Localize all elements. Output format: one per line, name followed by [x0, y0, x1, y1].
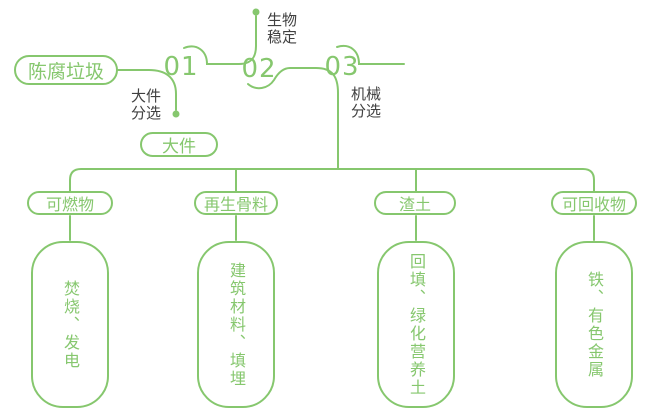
- detail-box-recyclables: 铁、有色金属: [555, 241, 633, 408]
- category-label: 可燃物: [45, 195, 94, 214]
- category-pill-recycled-aggregate: 再生骨料: [194, 191, 278, 215]
- line-step01-to-step02: [183, 15, 257, 65]
- connector-dot-bio: [252, 8, 260, 16]
- detail-text: 回填、绿化营养土: [407, 252, 426, 397]
- detail-box-slag: 回填、绿化营养土: [377, 241, 455, 408]
- bulky-item-label: 大件: [162, 137, 196, 157]
- line-source-to-step01: [117, 69, 177, 111]
- line-step02-to-step03: [247, 67, 339, 169]
- trunk-line: [69, 168, 595, 192]
- detail-text: 铁、有色金属: [585, 270, 604, 379]
- step-number-03: 03: [324, 52, 360, 82]
- detail-text: 焚烧、发电: [61, 279, 80, 370]
- category-label: 再生骨料: [203, 195, 268, 214]
- line-step03-out: [336, 45, 405, 65]
- step-label-bio-stabilization: 生物 稳定: [267, 11, 298, 46]
- source-label: 陈腐垃圾: [27, 60, 104, 83]
- detail-box-combustibles: 焚烧、发电: [31, 241, 109, 408]
- step-number-01: 01: [163, 52, 199, 82]
- detail-box-recycled-aggregate: 建筑材料、填埋: [197, 241, 275, 408]
- category-pill-combustibles: 可燃物: [27, 191, 113, 215]
- category-label: 渣土: [398, 195, 431, 214]
- step-number-02: 02: [241, 54, 277, 84]
- detail-text: 建筑材料、填埋: [227, 261, 246, 388]
- source-pill: 陈腐垃圾: [14, 55, 118, 85]
- step-label-mechanical-sorting: 机械 分选: [351, 85, 382, 120]
- category-label: 可回收物: [561, 195, 626, 214]
- bulky-item-pill: 大件: [140, 132, 218, 157]
- connector-dot-bulky: [172, 110, 180, 118]
- category-pill-recyclables: 可回收物: [551, 191, 637, 215]
- step-label-bulky-sorting: 大件 分选: [131, 87, 162, 122]
- category-pill-slag: 渣土: [374, 191, 456, 215]
